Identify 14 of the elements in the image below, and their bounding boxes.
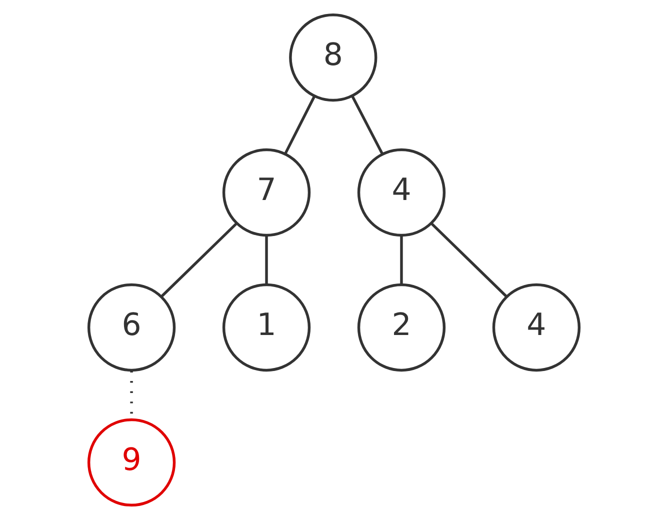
node-circle: 4 — [492, 283, 580, 372]
connector — [160, 222, 238, 298]
node-circle: 6 — [86, 283, 176, 372]
node-circle: 4 — [356, 148, 446, 237]
connector — [430, 222, 508, 298]
node-circle: 2 — [356, 283, 446, 372]
connector — [284, 96, 315, 154]
connector — [400, 236, 402, 284]
node-circle: 9 — [86, 418, 176, 507]
node-circle: 1 — [222, 283, 310, 372]
node-circle: 8 — [288, 13, 377, 102]
node-circle: 7 — [222, 148, 310, 237]
connector — [264, 236, 268, 284]
connector — [350, 95, 384, 155]
